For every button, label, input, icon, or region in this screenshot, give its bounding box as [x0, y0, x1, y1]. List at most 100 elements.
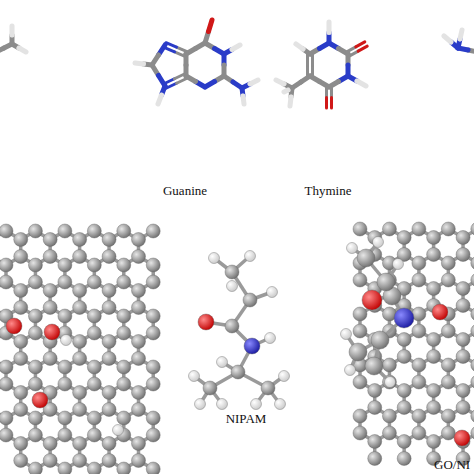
atom-ball	[382, 358, 396, 372]
atom-ball	[132, 284, 146, 298]
graphene-oxide-model	[0, 224, 160, 474]
bond-stick	[250, 80, 258, 84]
bond-stick	[19, 48, 26, 52]
atom-ball	[43, 250, 57, 264]
atom-ball	[102, 352, 116, 366]
atom-ball	[132, 403, 146, 417]
atom-ball	[456, 248, 470, 262]
atom-ball	[412, 426, 426, 440]
atom-ball	[471, 273, 474, 287]
atom-ball	[102, 233, 116, 247]
atom-ball	[368, 401, 382, 415]
atom-ball	[454, 430, 470, 446]
atom-ball	[251, 399, 262, 410]
atom-ball	[58, 275, 72, 289]
atom-ball	[368, 435, 382, 449]
atom-ball	[394, 308, 414, 328]
atom-ball	[353, 222, 367, 236]
bond-stick	[358, 46, 367, 51]
atom-ball	[117, 275, 131, 289]
atom-ball	[61, 335, 72, 346]
atom-ball	[28, 428, 42, 442]
atom-ball	[471, 358, 474, 372]
atom-ball	[441, 324, 455, 338]
atom-ball	[14, 454, 28, 468]
atom-ball	[87, 360, 101, 374]
atom-ball	[412, 222, 426, 236]
atom-ball	[412, 273, 426, 287]
atom-ball	[87, 326, 101, 340]
bond-stick	[356, 42, 365, 47]
atom-ball	[73, 386, 87, 400]
atom-ball	[28, 411, 42, 425]
atom-ball	[471, 222, 474, 236]
atom-ball	[373, 237, 384, 248]
bond-stick	[10, 26, 15, 35]
atom-ball	[146, 462, 160, 474]
atom-ball	[217, 399, 228, 410]
atom-ball	[353, 409, 367, 423]
atom-ball	[471, 375, 474, 389]
atom-ball	[267, 287, 278, 298]
atom-ball	[456, 282, 470, 296]
atom-ball	[132, 335, 146, 349]
bond-stick	[166, 43, 177, 48]
atom-ball	[132, 352, 146, 366]
atom-ball	[456, 401, 470, 415]
atom-ball	[265, 333, 276, 344]
molecule-name: NIPAM	[226, 412, 267, 425]
atom-ball	[441, 426, 455, 440]
bond-stick	[460, 30, 462, 39]
atom-ball	[146, 275, 160, 289]
atom-ball	[87, 411, 101, 425]
atom-ball	[102, 335, 116, 349]
bond-stick	[330, 98, 333, 109]
bond-stick	[175, 52, 186, 57]
bond-stick	[327, 22, 332, 33]
atom-ball	[14, 403, 28, 417]
atom-ball	[456, 350, 470, 364]
molecule-name: GO/NI	[434, 458, 470, 471]
atom-ball	[245, 251, 256, 262]
atom-ball	[132, 454, 146, 468]
bond-stick	[330, 87, 333, 98]
atom-ball	[28, 377, 42, 391]
atom-ball	[441, 273, 455, 287]
atom-ball	[382, 409, 396, 423]
atom-ball	[357, 249, 375, 267]
bond-stick	[135, 63, 144, 64]
atom-ball	[73, 437, 87, 451]
atom-ball	[43, 437, 57, 451]
atom-ball	[225, 265, 239, 279]
bond-stick	[135, 63, 144, 64]
atom-ball	[14, 284, 28, 298]
atom-ball	[58, 360, 72, 374]
atom-ball	[132, 437, 146, 451]
bond-stick	[164, 79, 175, 84]
bond-stick	[357, 81, 366, 86]
atom-ball	[43, 454, 57, 468]
atom-ball	[102, 284, 116, 298]
atom-ball	[43, 301, 57, 315]
bond-stick	[325, 87, 328, 98]
atom-ball	[353, 375, 367, 389]
atom-ball	[14, 437, 28, 451]
atom-ball	[73, 233, 87, 247]
atom-ball	[102, 437, 116, 451]
atom-ball	[146, 377, 160, 391]
atom-ball	[0, 224, 13, 238]
bond-stick	[232, 45, 240, 50]
bond-stick	[357, 81, 366, 86]
atom-ball	[353, 273, 367, 287]
atom-ball	[0, 377, 13, 391]
atom-ball	[189, 371, 200, 382]
atom-ball	[117, 360, 131, 374]
atom-ball	[58, 411, 72, 425]
atom-ball	[412, 375, 426, 389]
atom-ball	[471, 426, 474, 440]
atom-ball	[117, 326, 131, 340]
bond-stick	[444, 36, 451, 42]
atom-ball	[73, 250, 87, 264]
atom-ball	[132, 233, 146, 247]
